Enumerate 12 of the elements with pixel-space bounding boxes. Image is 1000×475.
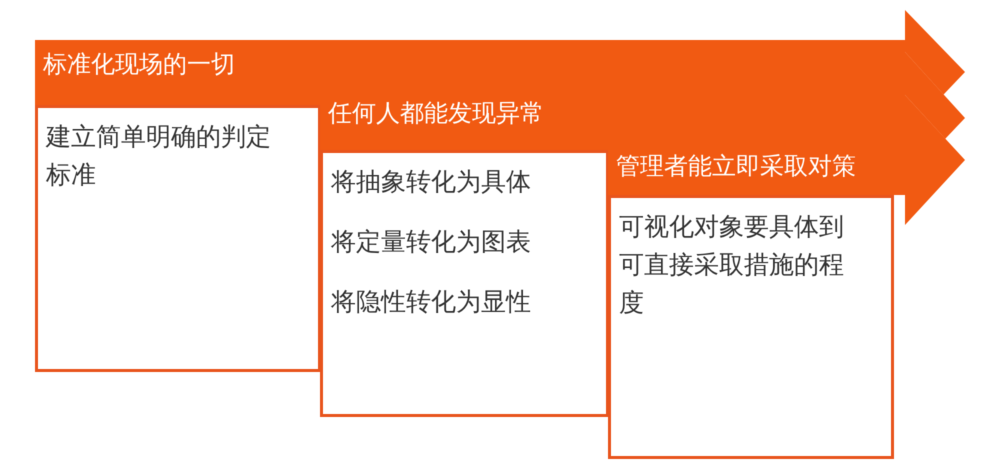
text-panel: [320, 150, 609, 417]
body-text: 建立简单明确的判定标准: [46, 121, 272, 191]
body-text: 将隐性转化为显性: [331, 286, 532, 318]
body-text: 将抽象转化为具体: [331, 166, 532, 198]
text-panel: [35, 105, 321, 372]
text-panel: [608, 195, 894, 459]
heading-text: 管理者能立即采取对策: [616, 151, 856, 181]
body-text: 将定量转化为图表: [331, 226, 532, 258]
heading-text: 标准化现场的一切: [43, 49, 235, 79]
body-text: 可视化对象要具体到可直接采取措施的程度: [619, 211, 845, 319]
heading-text: 任何人都能发现异常: [328, 98, 544, 128]
arrow-band: [320, 52, 965, 150]
